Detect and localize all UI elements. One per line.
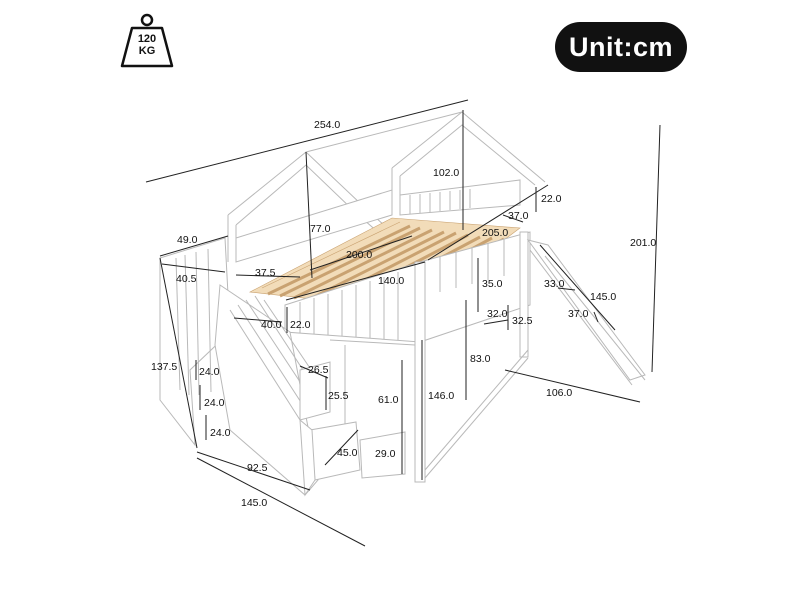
unit-badge: Unit:cm xyxy=(555,22,687,72)
dim-slide-width: 33.0 xyxy=(544,278,565,290)
dim-stair-top: 49.0 xyxy=(177,234,198,246)
dim-total-height: 201.0 xyxy=(630,237,656,249)
dim-drawer-width: 45.0 xyxy=(337,447,358,459)
dim-stair-height: 137.5 xyxy=(151,361,177,373)
dim-step-32: 32.0 xyxy=(487,308,508,320)
dim-step-25-5: 25.5 xyxy=(328,390,349,402)
dim-step-24-b: 24.0 xyxy=(204,397,225,409)
dim-total-length: 254.0 xyxy=(314,119,340,131)
dim-step-26-5: 26.5 xyxy=(308,364,329,376)
dimension-labels: 254.0 102.0 205.0 22.0 37.0 201.0 49.0 4… xyxy=(151,119,656,509)
dim-slide-base: 106.0 xyxy=(546,387,572,399)
dim-mid-length: 140.0 xyxy=(378,275,404,287)
dim-mattress-width: 205.0 xyxy=(482,227,508,239)
dim-step-24-c: 24.0 xyxy=(210,427,231,439)
dim-guard-height: 35.0 xyxy=(482,278,503,290)
dim-step-32-5: 32.5 xyxy=(512,315,533,327)
dim-rail-width: 37.0 xyxy=(508,210,529,222)
weight-capacity-label: 120 KG xyxy=(118,33,176,57)
dim-gap: 37.5 xyxy=(255,267,276,279)
dim-stair-length: 145.0 xyxy=(241,497,267,509)
dim-stair-inner: 40.5 xyxy=(176,273,197,285)
bunk-bed-illustration xyxy=(159,111,646,497)
dim-roof-height: 102.0 xyxy=(433,167,459,179)
dim-rail-height: 22.0 xyxy=(541,193,562,205)
weight-capacity-icon xyxy=(120,13,174,68)
dim-stair-depth: 92.5 xyxy=(247,462,268,474)
dim-roof-post: 77.0 xyxy=(310,223,331,235)
weight-value: 120 xyxy=(137,33,157,45)
weight-unit: KG xyxy=(138,45,156,57)
dim-slide-length: 145.0 xyxy=(590,291,616,303)
dim-under-height: 61.0 xyxy=(378,394,399,406)
dim-clear-height: 83.0 xyxy=(470,353,491,365)
dim-bottom-width: 40.0 xyxy=(261,319,282,331)
dim-step-24-a: 24.0 xyxy=(199,366,220,378)
dim-full-height: 146.0 xyxy=(428,390,454,402)
dimension-lines xyxy=(145,99,661,547)
dim-slide-step: 37.0 xyxy=(568,308,589,320)
dim-mattress-length: 200.0 xyxy=(346,249,372,261)
dim-drawer-height: 29.0 xyxy=(375,448,396,460)
dim-bottom-height: 22.0 xyxy=(290,319,311,331)
